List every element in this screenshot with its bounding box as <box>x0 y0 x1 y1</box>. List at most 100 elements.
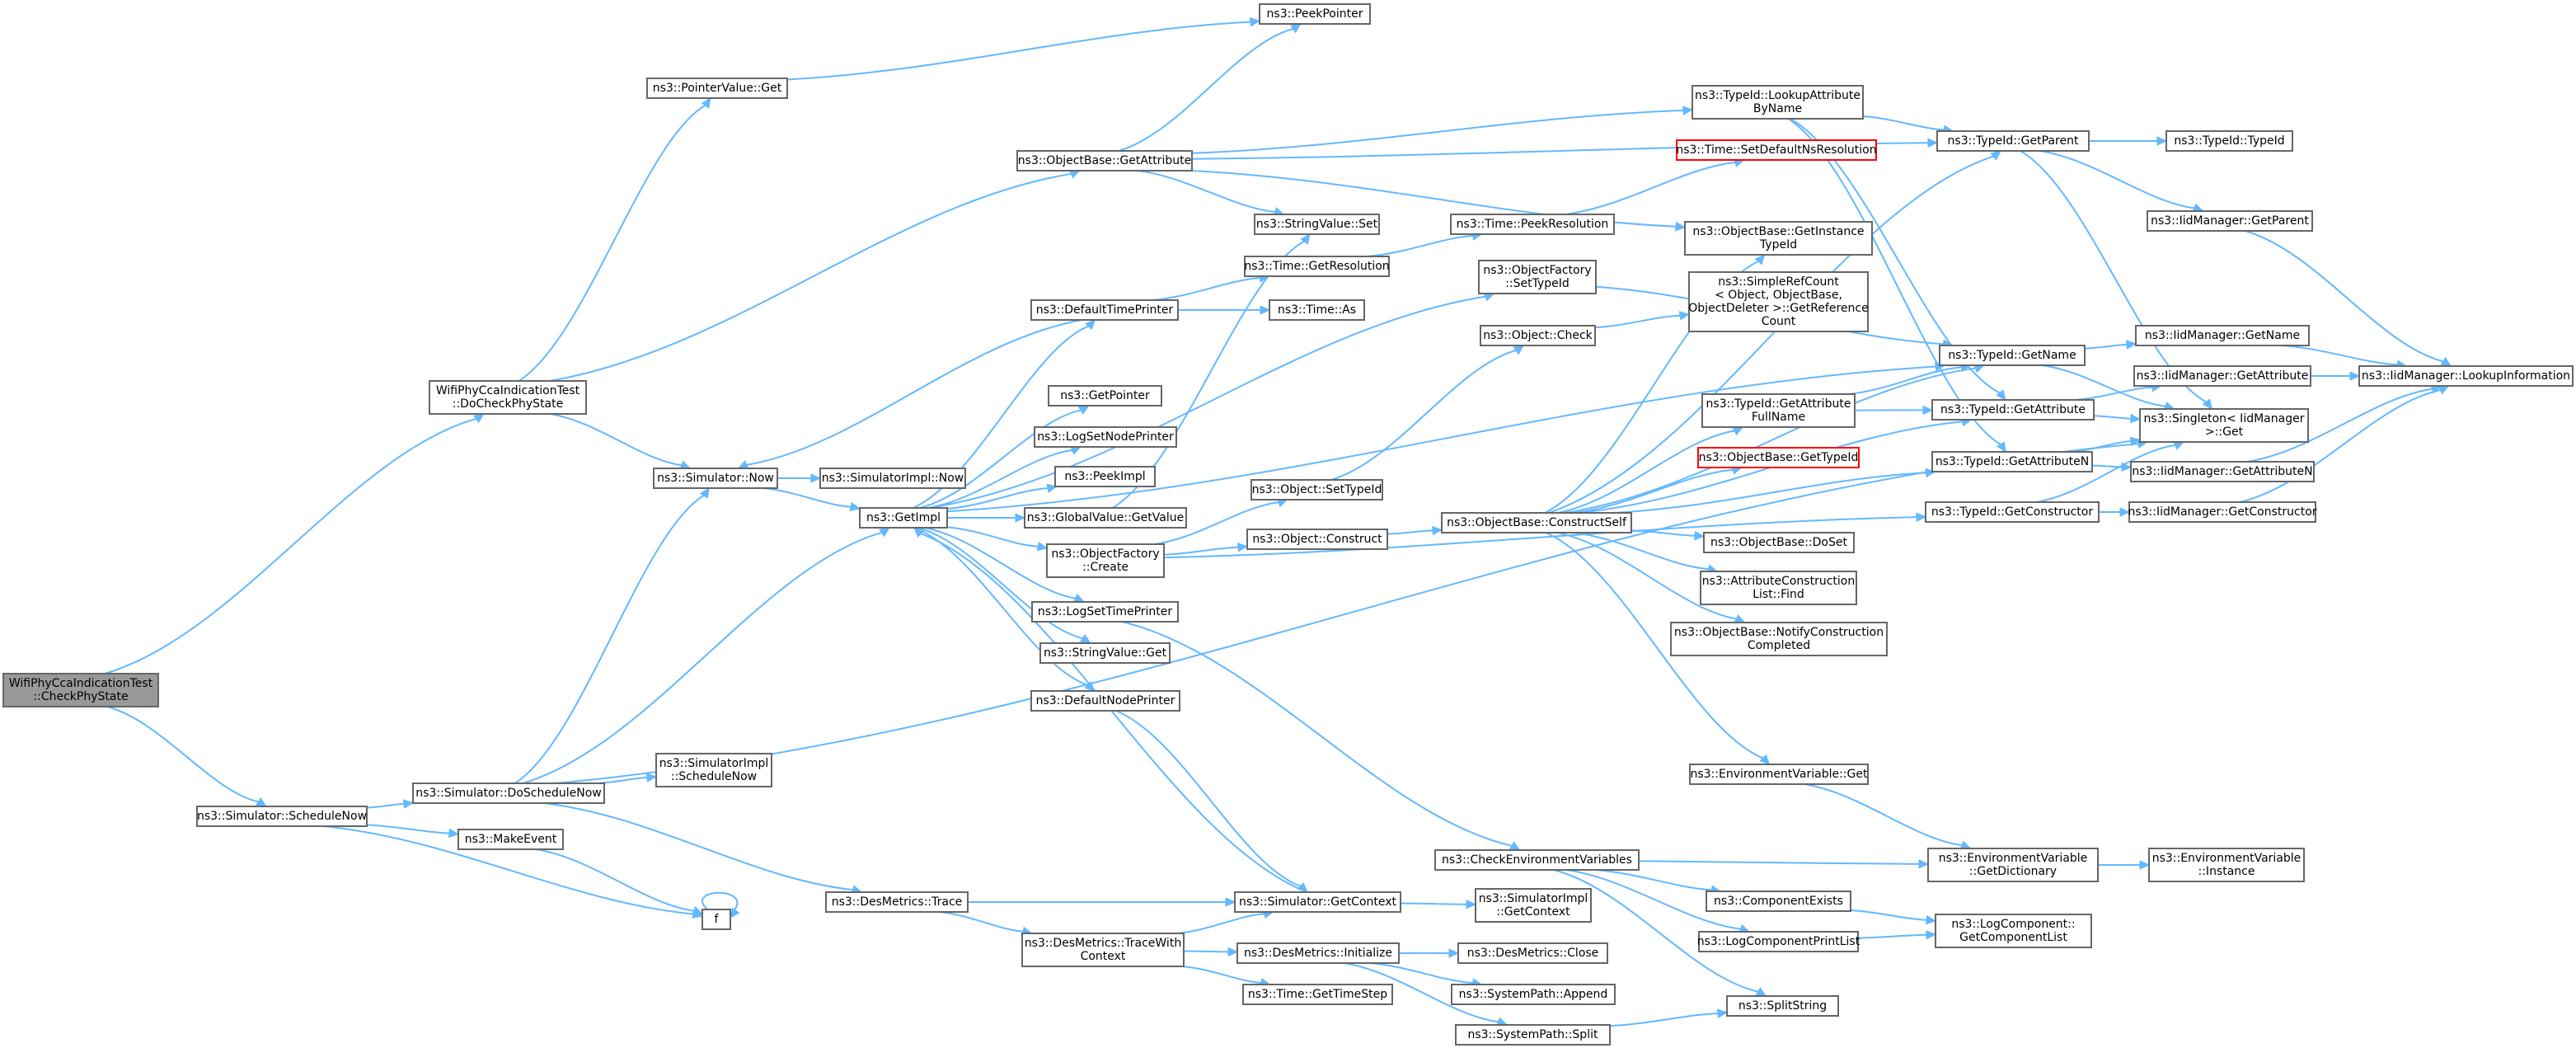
node-getimpl[interactable]: ns3::GetImpl <box>859 507 948 529</box>
edge-des_trace-to-sim_getctx <box>968 897 1236 907</box>
node-des-trace[interactable]: ns3::DesMetrics::Trace <box>825 891 969 913</box>
edge-des_init-to-des_close <box>1399 948 1460 958</box>
node-box <box>1254 214 1380 235</box>
node-check-phy[interactable]: WifiPhyCcaIndicationTest::DoCheckPhyStat… <box>429 380 587 415</box>
node-env-getdict[interactable]: ns3::EnvironmentVariable::GetDictionary <box>1927 848 2099 882</box>
edge-line <box>366 802 406 809</box>
node-ob-notify[interactable]: ns3::ObjectBase::NotifyConstructionCompl… <box>1670 622 1888 656</box>
node-iid-getattrn[interactable]: ns3::IidManager::GetAttributeN <box>2130 461 2315 482</box>
node-peekimpl[interactable]: ns3::PeekImpl <box>1054 466 1156 487</box>
node-root[interactable]: WifiPhyCcaIndicationTest::CheckPhyState <box>2 673 159 707</box>
node-f[interactable]: f <box>701 909 731 930</box>
node-logcomp-getlist[interactable]: ns3::LogComponent::GetComponentList <box>1935 914 2092 948</box>
node-logsetnode[interactable]: ns3::LogSetNodePrinter <box>1034 426 1177 448</box>
node-env-get[interactable]: ns3::EnvironmentVariable::Get <box>1689 764 1869 785</box>
node-simplerefcount[interactable]: ns3::SimpleRefCount< Object, ObjectBase,… <box>1688 271 1869 332</box>
node-singleton-get[interactable]: ns3::Singleton< IidManager >::Get <box>2139 408 2309 443</box>
node-iid-lookup[interactable]: ns3::IidManager::LookupInformation <box>2358 365 2574 387</box>
node-logcomp-print[interactable]: ns3::LogComponentPrintList <box>1697 931 1860 952</box>
node-sv-set[interactable]: ns3::StringValue::Set <box>1254 214 1380 235</box>
node-iid-getparent[interactable]: ns3::IidManager::GetParent <box>2147 210 2313 232</box>
node-ob-constructself[interactable]: ns3::ObjectBase::ConstructSelf <box>1441 512 1632 533</box>
node-time-getres[interactable]: ns3::Time::GetResolution <box>1244 256 1390 277</box>
edge-arrowhead <box>2130 413 2142 424</box>
node-sv-get[interactable]: ns3::StringValue::Get <box>1039 642 1171 664</box>
node-pv-get[interactable]: ns3::PointerValue::Get <box>646 78 788 99</box>
node-sim-now[interactable]: ns3::Simulator::Now <box>653 468 778 489</box>
node-def-time-printer[interactable]: ns3::DefaultTimePrinter <box>1030 299 1179 321</box>
node-box <box>1927 848 2099 882</box>
edge-line <box>1609 1012 1720 1027</box>
edge-line <box>1154 501 1280 545</box>
node-iid-getconstructor[interactable]: ns3::IidManager::GetConstructor <box>2128 501 2317 523</box>
node-sim-getctx[interactable]: ns3::Simulator::GetContext <box>1234 891 1401 913</box>
edge-tid_getattrfull-to-tid_getattr <box>1854 405 1934 416</box>
node-tid-getattrn[interactable]: ns3::TypeId::GetAttributeN <box>1931 451 2093 472</box>
node-box <box>1701 393 1856 428</box>
node-des-init[interactable]: ns3::DesMetrics::Initialize <box>1236 942 1400 964</box>
node-ob-getattr[interactable]: ns3::ObjectBase::GetAttribute <box>1016 150 1193 172</box>
node-tid-getattr[interactable]: ns3::TypeId::GetAttribute <box>1931 399 2095 421</box>
node-des-close[interactable]: ns3::DesMetrics::Close <box>1457 942 1608 964</box>
edge-iid_getattr-to-iid_lookup <box>2311 371 2361 381</box>
node-logsettime[interactable]: ns3::LogSetTimePrinter <box>1031 601 1179 623</box>
node-obj-settypeid[interactable]: ns3::Object::SetTypeId <box>1250 479 1383 501</box>
node-of-settypeid[interactable]: ns3::ObjectFactory::SetTypeId <box>1478 260 1597 294</box>
node-iid-getname[interactable]: ns3::IidManager::GetName <box>2135 325 2310 346</box>
node-label-line: ns3::TypeId::GetConstructor <box>1931 505 2093 519</box>
node-env-instance[interactable]: ns3::EnvironmentVariable::Instance <box>2148 848 2305 882</box>
node-obj-check[interactable]: ns3::Object::Check <box>1480 325 1596 346</box>
node-simimpl-schednow[interactable]: ns3::SimulatorImpl::ScheduleNow <box>655 753 772 787</box>
edge-ob_constructself-to-tid_getattrn <box>1613 468 1936 514</box>
node-peek-pointer[interactable]: ns3::PeekPointer <box>1259 3 1371 25</box>
node-ob-doset[interactable]: ns3::ObjectBase::DoSet <box>1703 532 1855 553</box>
node-label-line: ns3::IidManager::GetName <box>2145 329 2300 342</box>
node-gv-getvalue[interactable]: ns3::GlobalValue::GetValue <box>1024 507 1187 529</box>
node-iid-getattr[interactable]: ns3::IidManager::GetAttribute <box>2133 365 2311 387</box>
node-obj-construct[interactable]: ns3::Object::Construct <box>1246 529 1388 550</box>
node-simimpl-now[interactable]: ns3::SimulatorImpl::Now <box>819 468 966 489</box>
node-time-setdefault[interactable]: ns3::Time::SetDefaultNsResolution <box>1676 139 1877 161</box>
node-label-line: ns3::GetPointer <box>1060 389 1150 402</box>
node-of-create[interactable]: ns3::ObjectFactory::Create <box>1046 543 1165 578</box>
node-label-line: ns3::SimulatorImpl::Now <box>822 472 964 485</box>
node-simimpl-getctx[interactable]: ns3::SimulatorImpl::GetContext <box>1475 888 1592 923</box>
node-tid-getconstructor[interactable]: ns3::TypeId::GetConstructor <box>1925 501 2100 523</box>
node-time-peekres[interactable]: ns3::Time::PeekResolution <box>1450 214 1615 235</box>
node-tid-getparent[interactable]: ns3::TypeId::GetParent <box>1936 130 2090 152</box>
node-def-node-printer[interactable]: ns3::DefaultNodePrinter <box>1030 690 1180 712</box>
node-tid-getname[interactable]: ns3::TypeId::GetName <box>1939 345 2086 366</box>
node-splitstring[interactable]: ns3::SplitString <box>1726 995 1839 1017</box>
edge-arrowhead <box>701 96 711 109</box>
node-getpointer[interactable]: ns3::GetPointer <box>1048 385 1162 407</box>
edge-line <box>1330 349 1518 481</box>
node-label-line: ns3::PeekPointer <box>1267 7 1363 21</box>
node-label-line: ns3::LogComponentPrintList <box>1697 935 1860 948</box>
node-comp-exists[interactable]: ns3::ComponentExists <box>1706 891 1851 912</box>
node-tid-typeid[interactable]: ns3::TypeId::TypeId <box>2165 130 2293 152</box>
edge-line <box>1594 314 1682 329</box>
node-sim-schednow[interactable]: ns3::Simulator::ScheduleNow <box>196 806 368 827</box>
node-makeevent[interactable]: ns3::MakeEvent <box>457 829 564 850</box>
node-box <box>1250 479 1383 501</box>
node-sp-append[interactable]: ns3::SystemPath::Append <box>1451 984 1616 1005</box>
node-sp-split[interactable]: ns3::SystemPath::Split <box>1455 1024 1611 1046</box>
edge-line <box>104 417 477 674</box>
node-box <box>1689 764 1869 785</box>
node-check-env[interactable]: ns3::CheckEnvironmentVariables <box>1434 849 1640 871</box>
edge-arrowhead <box>256 797 267 807</box>
node-sim-doschednow[interactable]: ns3::Simulator::DoScheduleNow <box>412 782 605 804</box>
edge-line <box>924 527 1077 599</box>
node-ob-gettypeid[interactable]: ns3::ObjectBase::GetTypeId <box>1697 447 1860 468</box>
node-time-getstep[interactable]: ns3::Time::GetTimeStep <box>1242 984 1393 1005</box>
edge-line <box>1400 902 1468 905</box>
node-time-as[interactable]: ns3::Time::As <box>1269 299 1365 321</box>
edge-time_getres-to-time_peekres <box>1367 231 1483 257</box>
node-label-line: ns3::Simulator::Now <box>657 472 774 485</box>
